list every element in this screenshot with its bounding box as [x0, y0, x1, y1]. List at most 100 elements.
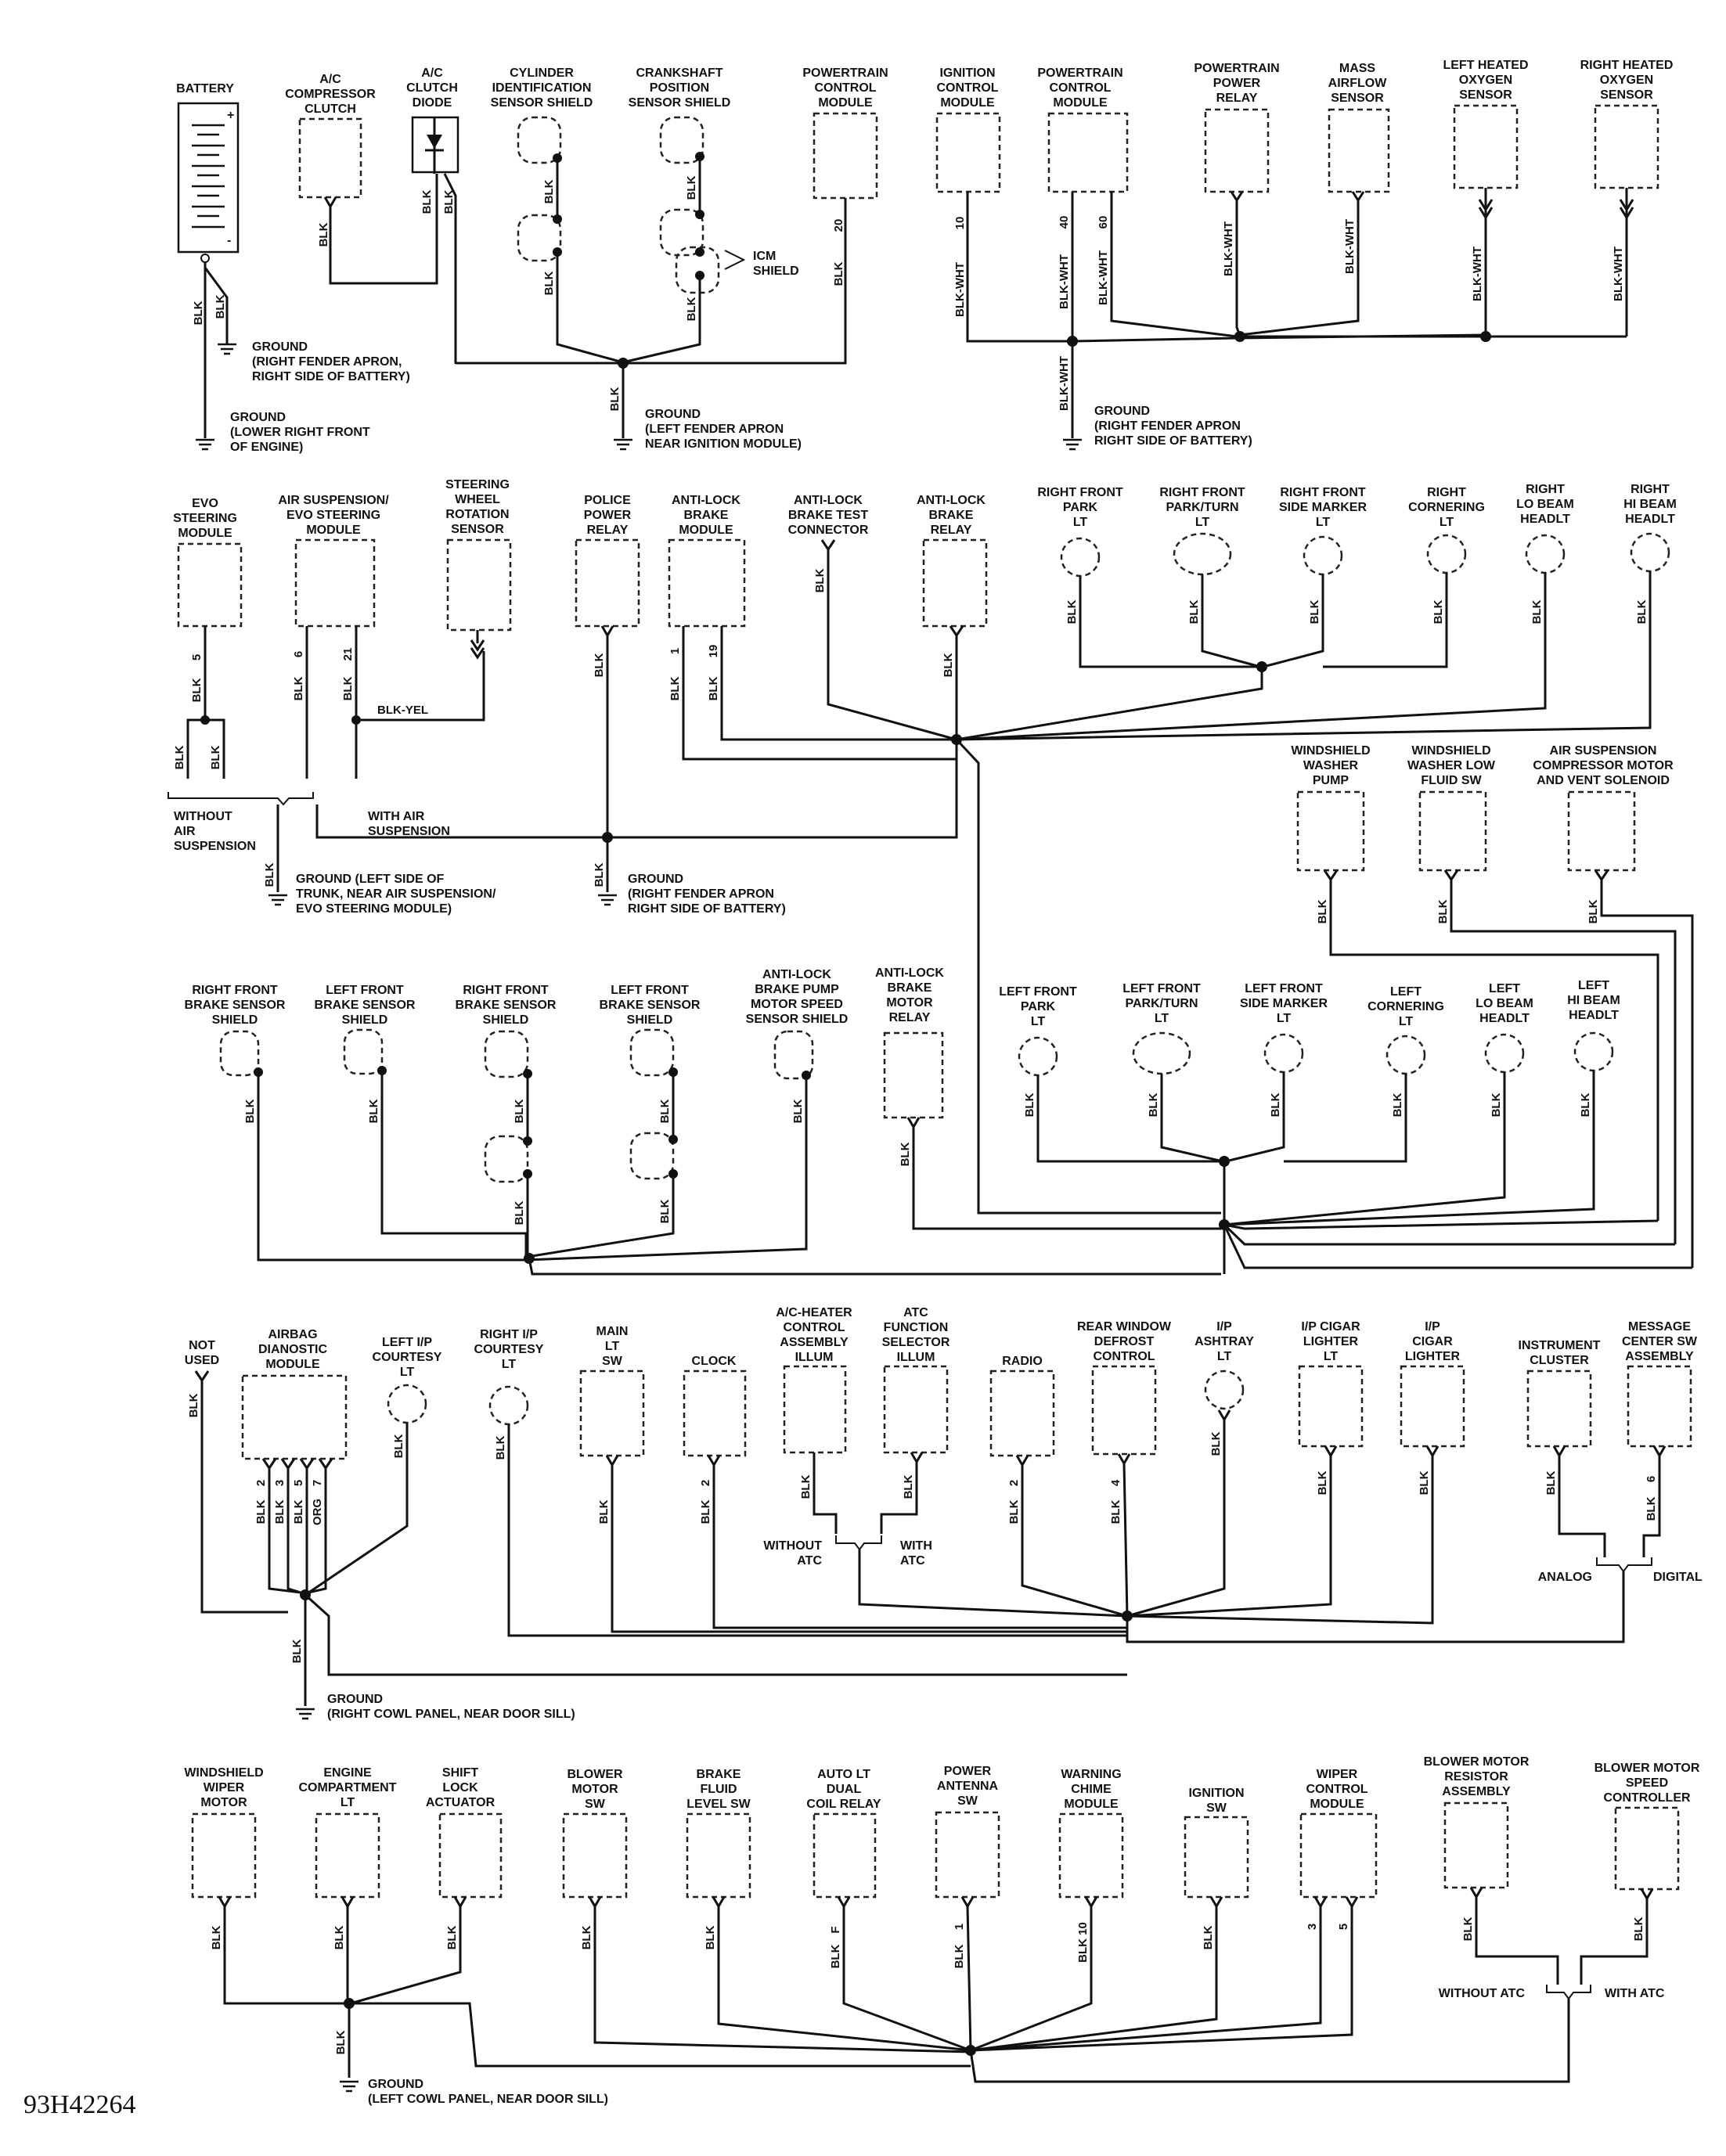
- blower-motor-resistor-assembly: [1443, 1801, 1509, 1889]
- svg-text:BLK: BLK: [292, 1499, 305, 1524]
- steering-wheel-rotation-sensor: [446, 538, 512, 632]
- main-lt-sw: [579, 1370, 645, 1457]
- lf-park-lamp: [1018, 1036, 1058, 1077]
- svg-text:BLK: BLK: [1023, 1092, 1036, 1117]
- svg-text:BLK: BLK: [1587, 899, 1600, 923]
- svg-text:BLK-WHT: BLK-WHT: [1097, 250, 1110, 305]
- svg-text:BLK: BLK: [1544, 1470, 1558, 1495]
- svg-text:BLK: BLK: [513, 1200, 526, 1225]
- wiper-control-module: [1299, 1812, 1378, 1899]
- svg-text:BLK: BLK: [445, 1925, 459, 1949]
- air-suspension-compressor: [1567, 790, 1636, 872]
- svg-text:BLK: BLK: [813, 568, 827, 592]
- svg-text:BLK: BLK: [953, 1944, 966, 1968]
- section-1-engine-grounds: BATTERY + - BLK BLK GROUND(RIGHT FENDER …: [176, 59, 1673, 454]
- svg-text:BLK-WHT: BLK-WHT: [1058, 356, 1071, 411]
- svg-text:BLK: BLK: [799, 1474, 813, 1499]
- radio-label: RADIO: [1002, 1355, 1043, 1368]
- svg-text:BLK: BLK: [597, 1499, 611, 1524]
- evo-steering-module: [177, 542, 243, 628]
- blower-motor-speed-controller: [1614, 1806, 1680, 1891]
- svg-text:BLK: BLK: [829, 1944, 842, 1968]
- svg-text:BLK: BLK: [1202, 1925, 1215, 1949]
- auto-lt-dual-coil-relay: [813, 1812, 877, 1899]
- svg-text:BLK: BLK: [1007, 1499, 1021, 1524]
- svg-text:BLK-WHT: BLK-WHT: [953, 262, 967, 317]
- ip-cigar-lighter-lt: [1298, 1365, 1364, 1448]
- anti-lock-brake-motor-relay: [883, 1031, 944, 1119]
- svg-text:+: +: [227, 109, 234, 122]
- power-antenna-sw: [935, 1811, 1000, 1899]
- svg-text:BLK: BLK: [1645, 1496, 1658, 1521]
- svg-text:ORG: ORG: [311, 1499, 324, 1525]
- left-hi-beam-lamp: [1573, 1031, 1614, 1072]
- ground-symbol: [614, 438, 632, 451]
- svg-text:BLK: BLK: [1432, 599, 1445, 624]
- svg-text:BLK: BLK: [1316, 899, 1329, 923]
- svg-text:21: 21: [341, 648, 355, 661]
- svg-text:BLK: BLK: [1065, 599, 1079, 624]
- svg-text:BLK: BLK: [1579, 1092, 1592, 1117]
- left-cornering-lamp: [1385, 1035, 1426, 1075]
- right-lo-beam-lamp: [1525, 534, 1566, 574]
- svg-text:BLK: BLK: [317, 222, 330, 247]
- warning-chime-module: [1058, 1812, 1124, 1899]
- anti-lock-brake-module: [668, 538, 746, 628]
- without-atc-label-2: WITHOUT ATC: [1439, 1987, 1526, 2000]
- svg-text:BLK: BLK: [243, 1099, 257, 1123]
- svg-text:BLK: BLK: [832, 261, 845, 286]
- svg-text:BLK: BLK: [658, 1199, 672, 1223]
- svg-text:40: 40: [1058, 216, 1071, 229]
- ground-symbol: [218, 343, 236, 355]
- svg-text:BLK-WHT: BLK-WHT: [1222, 221, 1235, 276]
- svg-text:BLK-WHT: BLK-WHT: [1471, 247, 1484, 301]
- with-atc-label-2: WITH ATC: [1605, 1987, 1665, 2000]
- right-ip-courtesy-lamp: [488, 1385, 529, 1426]
- svg-text:BLK: BLK: [1632, 1917, 1645, 1941]
- svg-text:BLK: BLK: [1269, 1092, 1282, 1117]
- svg-text:BLK: BLK: [580, 1925, 593, 1949]
- svg-text:BLK: BLK: [593, 862, 606, 887]
- ignition-control-module: [935, 112, 1001, 193]
- pcm-2: [1047, 112, 1129, 193]
- svg-text:BLK: BLK: [187, 1393, 200, 1417]
- svg-text:BLK: BLK: [1109, 1499, 1122, 1524]
- wire-label: BLK: [214, 294, 227, 319]
- ip-ashtray-lamp: [1204, 1370, 1245, 1410]
